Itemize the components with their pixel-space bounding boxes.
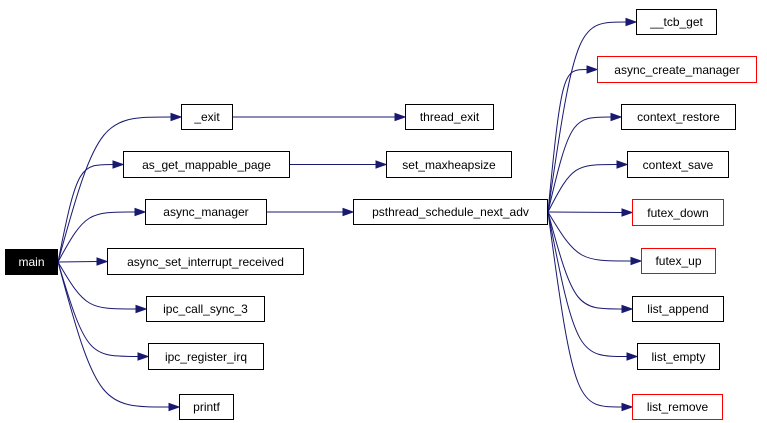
arrowhead-psthread_schedule_next_adv-tcb_get: [625, 17, 638, 27]
arrowhead-psthread_schedule_next_adv-list_remove: [621, 402, 634, 412]
edge-main-printf: [57, 261, 170, 408]
arrowhead-exit-thread_exit: [394, 112, 407, 122]
node-async-manager[interactable]: async_manager: [145, 199, 267, 225]
edge-main-async_set_interrupt_received: [57, 261, 98, 263]
arrowhead-psthread_schedule_next_adv-async_create_manager: [586, 65, 599, 74]
arrowhead-main-printf: [168, 402, 181, 412]
node-list-append[interactable]: list_append: [632, 296, 724, 322]
edge-psthread_schedule_next_adv-list_empty: [547, 211, 628, 357]
edge-psthread_schedule_next_adv-context_save: [547, 164, 618, 213]
arrowhead-main-exit: [170, 112, 183, 122]
node-list-remove[interactable]: list_remove: [632, 394, 723, 420]
edge-main-ipc_call_sync_3: [57, 261, 137, 310]
node-context-restore[interactable]: context_restore: [621, 104, 736, 130]
edge-psthread_schedule_next_adv-list_remove: [547, 211, 623, 408]
node-thread-exit[interactable]: thread_exit: [405, 104, 494, 130]
edge-psthread_schedule_next_adv-list_append: [547, 211, 623, 310]
edge-psthread_schedule_next_adv-futex_up: [547, 211, 632, 262]
edge-psthread_schedule_next_adv-async_create_manager: [547, 69, 588, 213]
edge-psthread_schedule_next_adv-tcb_get: [547, 21, 627, 213]
arrowhead-psthread_schedule_next_adv-futex_up: [630, 256, 643, 266]
node-set-maxheapsize[interactable]: set_maxheapsize: [386, 151, 512, 178]
arrowhead-psthread_schedule_next_adv-futex_down: [621, 208, 634, 217]
arrowhead-main-ipc_register_irq: [137, 352, 150, 361]
arrowhead-main-ipc_call_sync_3: [135, 304, 148, 314]
node-exit[interactable]: _exit: [181, 104, 233, 130]
node-as-get-mappable-page[interactable]: as_get_mappable_page: [123, 151, 290, 178]
node-psthread-schedule-next-adv[interactable]: psthread_schedule_next_adv: [353, 199, 548, 225]
edge-main-ipc_register_irq: [57, 261, 139, 357]
node-main[interactable]: main: [5, 249, 58, 275]
edge-main-as_get_mappable_page: [57, 164, 114, 263]
node-ipc-register-irq[interactable]: ipc_register_irq: [148, 343, 264, 370]
edge-main-exit: [57, 116, 172, 263]
arrowhead-async_manager-psthread_schedule_next_adv: [342, 207, 355, 217]
arrowhead-psthread_schedule_next_adv-context_restore: [610, 112, 623, 122]
arrowhead-main-as_get_mappable_page: [112, 160, 125, 169]
node-printf[interactable]: printf: [179, 394, 234, 420]
arrowhead-as_get_mappable_page-set_maxheapsize: [375, 160, 388, 169]
node-futex-down[interactable]: futex_down: [632, 199, 724, 226]
node-list-empty[interactable]: list_empty: [637, 343, 720, 370]
node-context-save[interactable]: context_save: [627, 151, 729, 178]
node-futex-up[interactable]: futex_up: [641, 248, 716, 274]
edge-psthread_schedule_next_adv-futex_down: [547, 211, 623, 213]
edge-psthread_schedule_next_adv-context_restore: [547, 116, 612, 213]
node-ipc-call-sync-3[interactable]: ipc_call_sync_3: [146, 296, 265, 322]
arrowhead-main-async_set_interrupt_received: [96, 257, 109, 266]
arrowhead-psthread_schedule_next_adv-list_empty: [626, 352, 639, 361]
edge-main-async_manager: [57, 211, 136, 263]
arrowhead-psthread_schedule_next_adv-list_append: [621, 304, 634, 314]
node-async-create-manager[interactable]: async_create_manager: [597, 56, 757, 83]
arrowhead-psthread_schedule_next_adv-context_save: [616, 160, 629, 169]
arrowhead-main-async_manager: [134, 207, 147, 217]
node-async-set-interrupt-received[interactable]: async_set_interrupt_received: [107, 248, 304, 275]
node-tcb-get[interactable]: __tcb_get: [636, 9, 717, 35]
